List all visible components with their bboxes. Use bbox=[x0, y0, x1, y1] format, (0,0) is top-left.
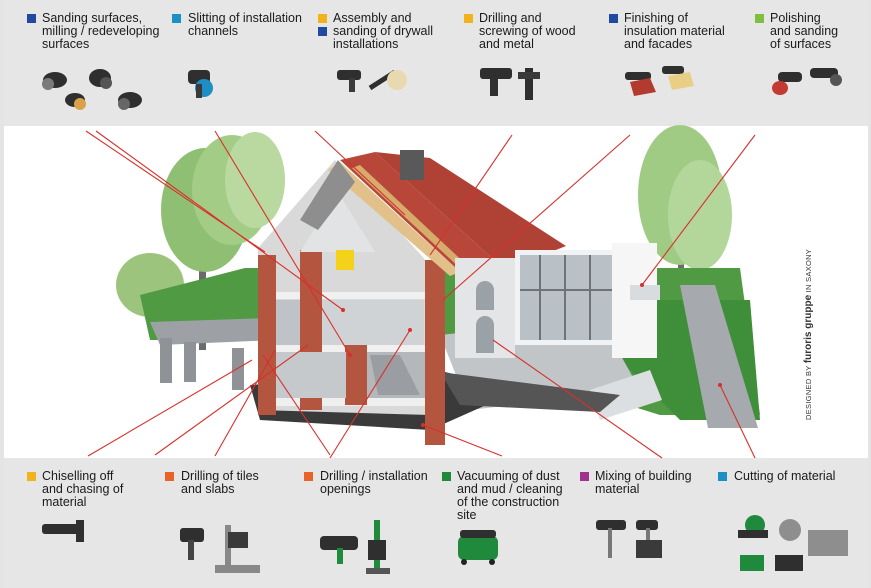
caption-slitting-channels: Slitting of installation channels bbox=[188, 11, 302, 38]
category-color-marker bbox=[464, 14, 473, 23]
caption-finishing-insulation: Finishing of insulation material and fac… bbox=[624, 11, 725, 51]
category-color-marker bbox=[442, 472, 451, 481]
tile-drill-stand-icon bbox=[180, 525, 260, 573]
category-color-marker bbox=[318, 27, 327, 36]
category-color-marker bbox=[165, 472, 174, 481]
drill-screwdriver-icon bbox=[480, 68, 540, 100]
house-cutaway bbox=[258, 160, 445, 445]
garden-path bbox=[680, 285, 758, 428]
category-color-marker bbox=[718, 472, 727, 481]
polisher-icon bbox=[772, 68, 842, 95]
drywall-sander-icon bbox=[337, 69, 407, 92]
left-tree bbox=[116, 132, 285, 350]
caption-drilling-screwing: Drilling and screwing of wood and metal bbox=[479, 11, 576, 51]
cutting-machines-icon bbox=[738, 515, 848, 571]
designer-credit: DESIGNED BY furoris gruppe IN SAXONY bbox=[803, 249, 814, 420]
category-color-marker bbox=[755, 14, 764, 23]
mixer-icon bbox=[596, 520, 662, 558]
top-category-band bbox=[4, 0, 868, 126]
caption-drywall-assembly: Assembly and sanding of drywall installa… bbox=[333, 11, 434, 51]
credit-prefix: DESIGNED BY bbox=[804, 365, 813, 420]
category-color-marker bbox=[27, 14, 36, 23]
pointer-lines bbox=[85, 130, 756, 459]
roof bbox=[300, 150, 566, 276]
category-color-marker bbox=[27, 472, 36, 481]
facade-sander-icon bbox=[625, 66, 694, 96]
caption-sanding-surfaces: Sanding surfaces, milling / redeveloping… bbox=[42, 11, 160, 51]
category-color-marker bbox=[318, 14, 327, 23]
caption-chiselling: Chiselling off and chasing of material bbox=[42, 469, 124, 509]
caption-cutting: Cutting of material bbox=[734, 469, 836, 483]
category-color-marker bbox=[304, 472, 313, 481]
credit-brand: furoris gruppe bbox=[803, 294, 814, 364]
category-color-marker bbox=[609, 14, 618, 23]
caption-polishing-sanding: Polishing and sanding of surfaces bbox=[770, 11, 839, 51]
sanding-tool-icons bbox=[42, 69, 142, 110]
category-color-marker bbox=[580, 472, 589, 481]
caption-vacuuming: Vacuuming of dust and mud / cleaning of … bbox=[457, 469, 563, 522]
caption-drilling-tiles: Drilling of tiles and slabs bbox=[181, 469, 259, 496]
glass-extension bbox=[455, 243, 660, 358]
chisel-hammer-icon bbox=[42, 520, 84, 542]
wall-chaser-icon bbox=[188, 70, 213, 98]
caption-installation-openings: Drilling / installation openings bbox=[320, 469, 428, 496]
caption-mixing: Mixing of building material bbox=[595, 469, 692, 496]
core-drill-icon bbox=[320, 520, 390, 574]
credit-suffix: IN SAXONY bbox=[804, 248, 813, 293]
category-color-marker bbox=[172, 14, 181, 23]
vacuum-cleaner-icon bbox=[458, 530, 498, 565]
